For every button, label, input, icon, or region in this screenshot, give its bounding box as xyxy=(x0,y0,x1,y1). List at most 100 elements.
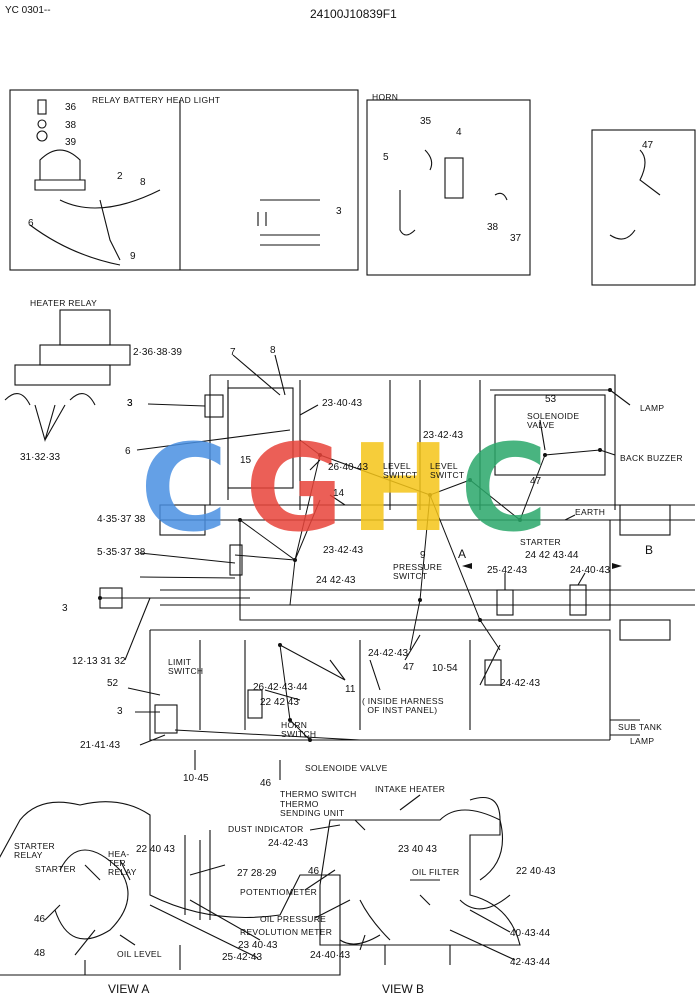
label-47: 47 xyxy=(403,662,415,673)
oil-filter-label: OIL FILTER xyxy=(412,867,460,877)
relay-battery-panel-title: RELAY BATTERY HEAD LIGHT xyxy=(92,95,221,105)
engine-label-46: 46 xyxy=(34,914,46,925)
label-24-42-43-c: 24·42·43 xyxy=(500,678,541,689)
label-15: 15 xyxy=(240,455,252,466)
view-b-title: VIEW B xyxy=(382,982,425,996)
potentiometer-label: POTENTIOMETER xyxy=(240,887,318,897)
lamp-label: LAMP xyxy=(640,403,665,413)
earth-label: EARTH xyxy=(575,507,606,517)
label-14: 14 xyxy=(333,488,345,499)
part-num-8: 8 xyxy=(140,177,146,188)
part-num-9: 9 xyxy=(130,251,136,262)
label-25-42-43: 25·42·43 xyxy=(487,565,528,576)
engine-label-42-43-44: 42·43·44 xyxy=(510,957,551,968)
inside-harness-label: ( INSIDE HARNESS OF INST PANEL) xyxy=(362,696,444,715)
solenoid-valve-label: SOLENOIDE VALVE xyxy=(527,411,580,430)
lamp-panel-frame xyxy=(591,129,696,286)
heater-relay-num-3: 3 xyxy=(127,398,133,409)
label-7: 7 xyxy=(230,347,236,358)
view-b-marker: B xyxy=(645,543,654,557)
label-26-42-43-44: 26·42·43·44 xyxy=(253,682,308,693)
watermark-letter-c2: C xyxy=(460,420,549,559)
sub-tank-label: SUB TANK xyxy=(618,722,663,732)
label-47b: 47 xyxy=(530,476,542,487)
starter-relay-label: STARTER RELAY xyxy=(14,841,55,860)
label-23-42-43-a: 23·42·43 xyxy=(323,545,364,556)
label-3a: 3 xyxy=(127,398,133,409)
level-switch-1-label: LEVEL SWITCT xyxy=(383,461,418,480)
label-22-42-43: 22 42 43 xyxy=(260,697,299,708)
view-a-marker: A xyxy=(458,547,467,561)
heater-relay-num-31: 31·32·33 xyxy=(20,452,61,463)
part-num-6: 6 xyxy=(28,218,34,229)
label-23-42-43-b: 23·42·43 xyxy=(423,430,464,441)
revolution-meter-label: REVOLUTION METER xyxy=(240,927,333,937)
part-num-38: 38 xyxy=(65,120,77,131)
engine-view-b-outline xyxy=(319,809,521,946)
part-num-36: 36 xyxy=(65,102,77,113)
label-5-35-37-38: 5·35·37 38 xyxy=(97,547,146,558)
engine-label-24-40-43: 24·40·43 xyxy=(310,950,351,961)
label-3b: 3 xyxy=(62,603,68,614)
horn-num-5: 5 xyxy=(383,152,389,163)
solenoid-valve-bottom-label: SOLENOIDE VALVE xyxy=(305,763,388,773)
engine-label-23-40-43: 23 40 43 xyxy=(398,844,437,855)
label-10-45: 10·45 xyxy=(183,773,209,784)
oil-pressure-label: OIL PRESSURE xyxy=(260,914,327,924)
engine-starter-label: STARTER xyxy=(35,864,76,874)
horn-switch-label: HORN SWITCH xyxy=(281,720,317,739)
engine-label-27-28-29: 27 28·29 xyxy=(237,868,277,879)
engine-label-22-40-43: 22 40 43 xyxy=(136,844,175,855)
back-buzzer-label: BACK BUZZER xyxy=(620,453,683,463)
label-24-40-43: 24·40·43 xyxy=(570,565,611,576)
engine-label-25-42-43: 25·42·43 xyxy=(222,952,263,963)
label-24-42-43-b: 24·42·43 xyxy=(368,648,409,659)
pressure-switch-label: PRESSURE SWITCT xyxy=(393,562,443,581)
horn-num-35: 35 xyxy=(420,116,432,127)
dust-indicator-label: DUST INDICATOR xyxy=(228,824,304,834)
label-10-54: 10·54 xyxy=(432,663,458,674)
lamp2-label: LAMP xyxy=(630,736,655,746)
heater-relay-title: HEATER RELAY xyxy=(30,298,98,308)
label-46: 46 xyxy=(260,778,272,789)
label-24-42-43-a: 24 42·43 xyxy=(316,575,356,586)
horn-panel-title: HORN xyxy=(372,92,399,102)
watermark-letter-h: H xyxy=(350,420,451,559)
label-9: 9 xyxy=(420,550,426,561)
horn-num-38: 38 xyxy=(487,222,499,233)
thermo-switch-label: THERMO SWITCH xyxy=(280,789,357,799)
watermark-letter-c1: C xyxy=(140,420,229,559)
label-6: 6 xyxy=(125,446,131,457)
engine-label-23-40-43b: 23 40·43 xyxy=(238,940,278,951)
label-53: 53 xyxy=(545,394,557,405)
label-12-13-31-32: 12·13 31 32 xyxy=(72,656,126,667)
label-52: 52 xyxy=(107,678,119,689)
starter-label: STARTER xyxy=(520,537,561,547)
label-26-40-43: 26·40·43 xyxy=(328,462,369,473)
part-num-2: 2 xyxy=(117,171,123,182)
horn-num-4: 4 xyxy=(456,127,462,138)
engine-label-40-43-44: 40·43·44 xyxy=(510,928,551,939)
lamp-num-47: 47 xyxy=(642,140,654,151)
label-3c: 3 xyxy=(117,706,123,717)
heater-relay-body xyxy=(59,309,111,346)
intake-heater-label: INTAKE HEATER xyxy=(375,784,446,794)
label-4-35-37-38: 4·35·37 38 xyxy=(97,514,146,525)
label-8: 8 xyxy=(270,345,276,356)
label-11: 11 xyxy=(345,684,356,695)
label-21-41-43: 21·41·43 xyxy=(80,740,121,751)
label-2-36-38-39: 2·36·38·39 xyxy=(133,347,182,358)
horn-panel-frame xyxy=(366,99,531,276)
engine-view-a-outline xyxy=(0,801,341,976)
thermo-sending-unit-label: THERMO SENDING UNIT xyxy=(280,799,345,818)
engine-label-24-42-43: 24·42·43 xyxy=(268,838,309,849)
horn-num-37: 37 xyxy=(510,233,522,244)
part-num-39: 39 xyxy=(65,137,77,148)
level-switch-2-label: LEVEL SWITCT xyxy=(430,461,465,480)
part-number: 24100J10839F1 xyxy=(310,7,397,21)
engine-heater-relay-label: HEA- TER RELAY xyxy=(108,849,137,877)
relay-battery-panel-frame xyxy=(9,89,359,271)
engine-label-22-40-43b: 22 40·43 xyxy=(516,866,556,877)
limit-switch-label: LIMIT SWITCH xyxy=(168,657,204,676)
label-24-42-43-44: 24 42 43·44 xyxy=(525,550,579,561)
